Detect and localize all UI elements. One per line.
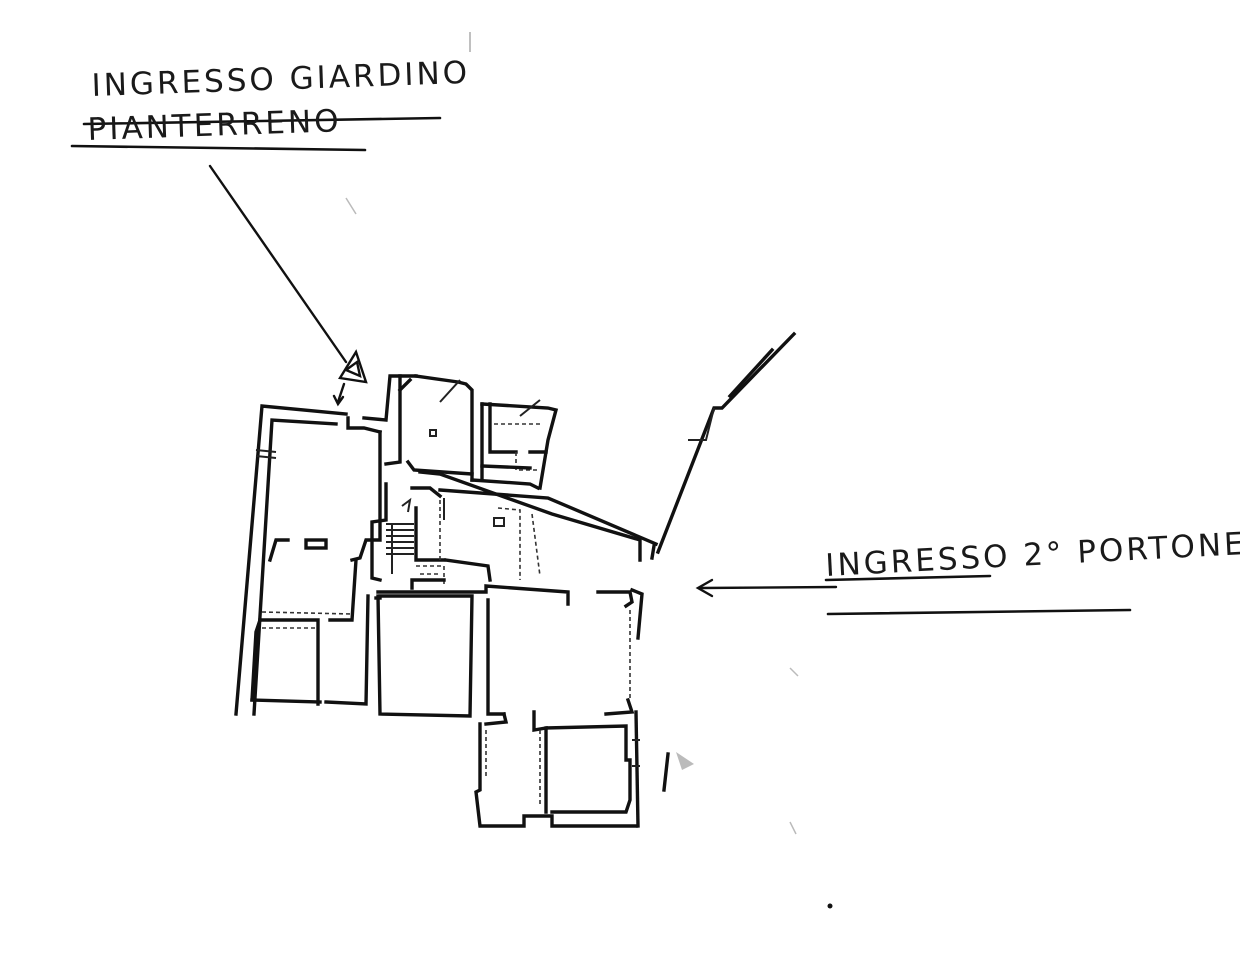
portone-entrance-text: INGRESSO 2° PORTONE [825, 526, 1240, 584]
underline-3 [824, 574, 992, 582]
floor-plan [234, 331, 797, 828]
garden-entrance-line2: PIANTERRENO [87, 103, 342, 148]
underline-1 [82, 116, 442, 126]
portone-entrance-arrow [695, 578, 838, 598]
garden-entrance-line1: INGRESSO GIARDINO [91, 55, 471, 104]
scan-marks [345, 32, 833, 909]
portone-entrance-label: INGRESSO 2° PORTONE [824, 526, 1240, 616]
underline-4 [826, 608, 1132, 616]
garden-entrance-arrow [208, 164, 368, 407]
garden-entrance-label: INGRESSO GIARDINO PIANTERRENO [70, 55, 471, 152]
underline-2 [70, 144, 367, 152]
